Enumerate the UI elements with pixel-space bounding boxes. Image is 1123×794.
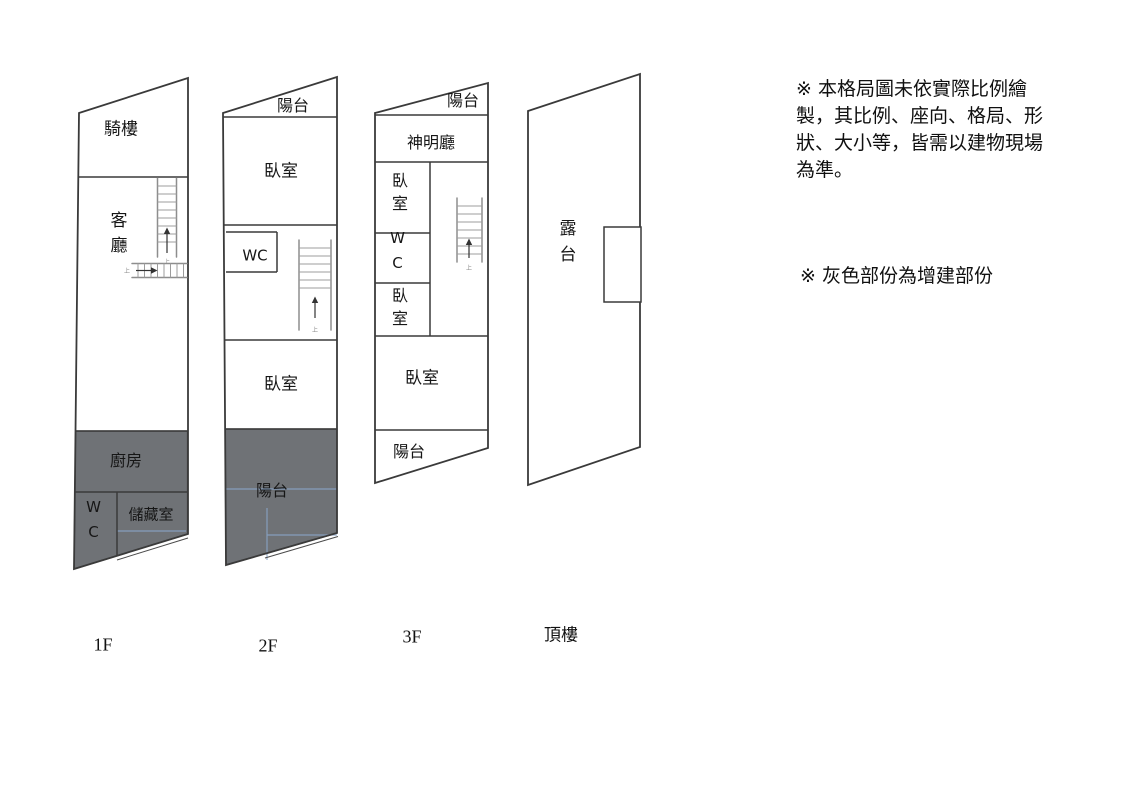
room-label-bedroom-b-3f: 臥室 [389,287,408,333]
floor-caption-1f: 1F [93,634,113,655]
room-label-roof-terrace: 露台 [555,219,576,271]
room-label-balcony-rear-2f: 陽台 [255,481,289,500]
room-label-bedroom-a-3f: 臥室 [389,172,408,218]
interior-walls-2f [223,116,337,430]
floor-caption-2f: 2F [258,635,278,656]
floor-plan-roof [527,72,642,487]
roof-stair-structure [603,226,642,303]
building-outline-roof [527,72,641,487]
stairs-icon: 上 [156,177,178,266]
stairs-icon: 上 [456,197,483,272]
stairs-icon: 上 [298,239,332,334]
room-label-wc-3f: WC [388,229,407,279]
gray-legend-note: ※ 灰色部份為增建部份 [800,265,993,287]
stair-up-label: 上 [312,326,318,334]
room-label-bedroom-rear-2f: 臥室 [264,374,298,395]
floor-edge-line-1f [116,537,189,561]
stair-up-label: 上 [466,264,472,272]
floor-edge-line-2f [264,536,339,559]
room-label-wc-2f: WC [242,246,268,265]
stair-up-label: 上 [164,258,170,266]
floor-plan-1f: 上 上 [73,76,189,571]
room-label-balcony-front-3f: 陽台 [446,91,480,110]
room-label-bedroom-c-3f: 臥室 [405,368,439,389]
building-outline-1f [73,76,189,571]
room-label-kitchen: 廚房 [109,451,143,470]
room-label-storage: 儲藏室 [128,505,174,524]
disclaimer-note: ※ 本格局圖未依實際比例繪 製，其比例、座向、格局、形 狀、大小等，皆需以建物現… [796,78,1044,181]
floor-caption-roof: 頂樓 [544,625,578,645]
room-label-balcony-front-2f: 陽台 [276,96,310,115]
hidden-lines-2f [225,488,337,560]
floor-caption-3f: 3F [402,626,422,647]
interior-walls-1f [74,176,188,556]
room-label-wc-1f: WC [84,498,103,548]
room-label-arcade: 騎樓 [104,119,138,140]
building-outline-3f [374,81,489,485]
building-outline-2f [222,75,338,567]
floor-plan-3f: 上 [374,81,489,485]
stairs-icon: 上 [124,262,188,279]
interior-walls-3f [375,114,488,431]
room-label-shrine-hall: 神明廳 [406,133,456,152]
floor-plan-2f: 上 [222,75,339,567]
stair-up-label: 上 [124,267,130,275]
room-label-balcony-rear-3f: 陽台 [392,442,426,461]
room-label-bedroom-front-2f: 臥室 [264,161,298,182]
room-label-living-room: 客廳 [106,211,127,261]
